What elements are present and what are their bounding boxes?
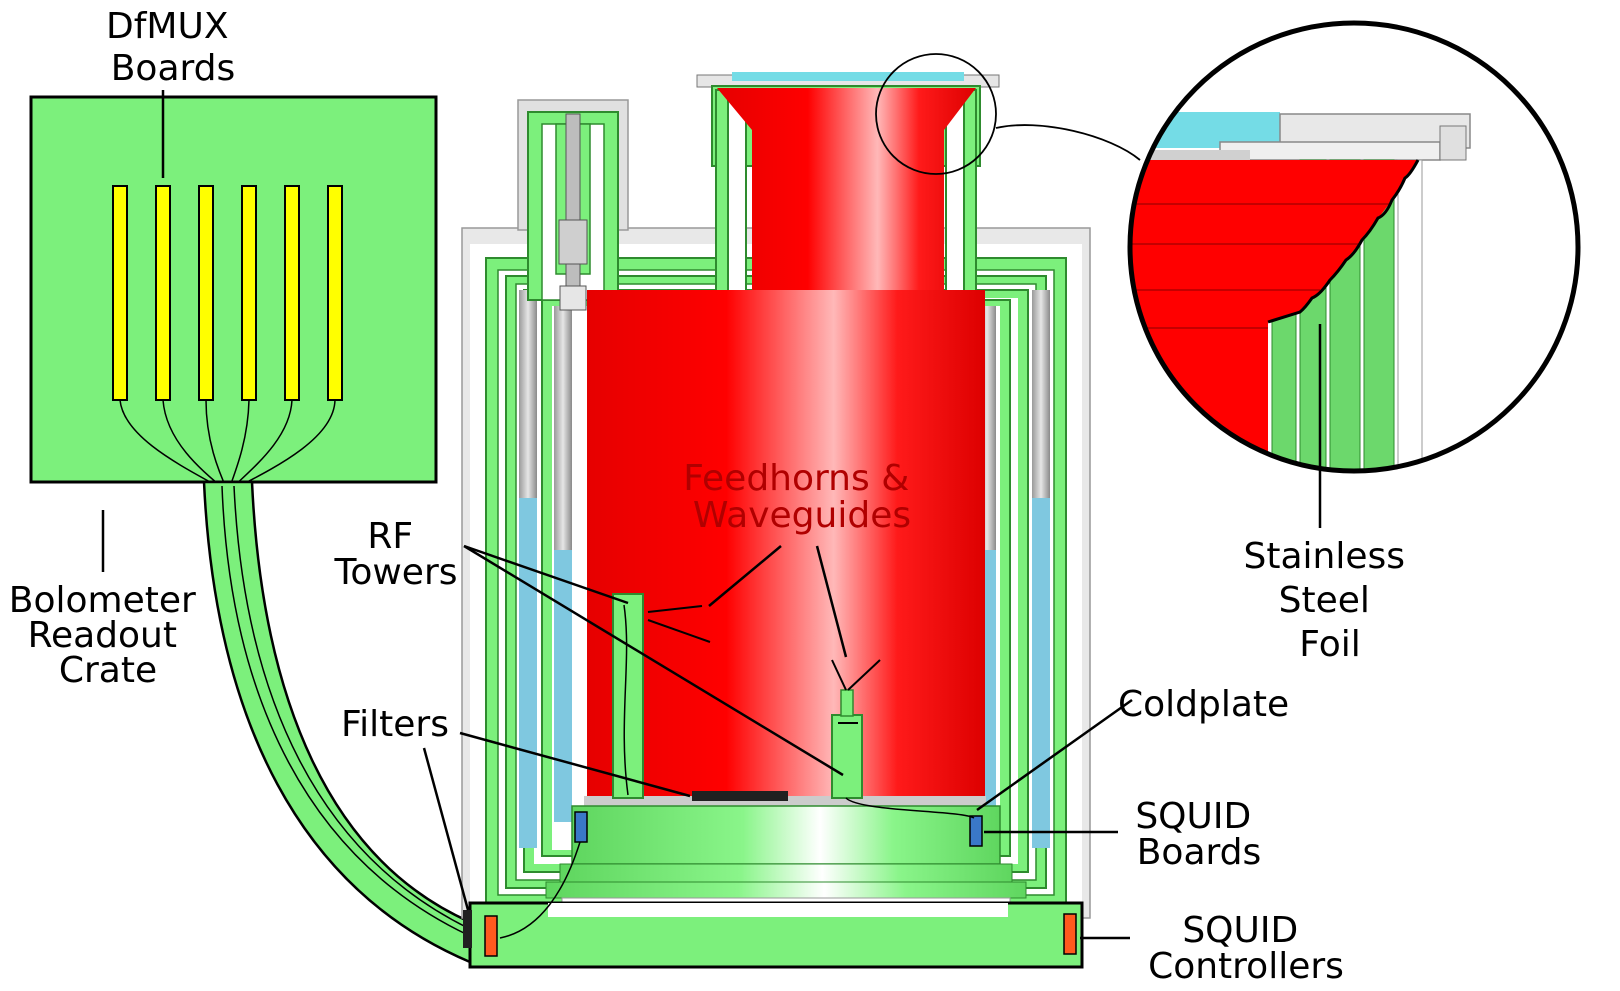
squid-boards-label: SQUID Boards	[1135, 796, 1262, 873]
dfmux-board	[199, 186, 213, 400]
dfmux-label: DfMUX Boards	[106, 6, 240, 89]
foil-label: Stainless Steel Foil	[1244, 536, 1417, 665]
squid-board-right	[970, 816, 982, 846]
rf-towers-label: RF Towers	[333, 516, 457, 593]
zoom-inset	[1120, 23, 1578, 480]
dfmux-board	[285, 186, 299, 400]
squid-controller-left	[485, 916, 497, 956]
crate-label: Bolometer Readout Crate	[9, 580, 207, 691]
coldplate-label: Coldplate	[1118, 684, 1289, 725]
feedhorns-label: Feedhorns & Waveguides	[683, 458, 920, 536]
filter-connector	[463, 910, 472, 948]
squid-controller-right	[1064, 914, 1076, 954]
filter-bar	[692, 791, 788, 801]
readout-crate	[31, 97, 436, 482]
zoom-connector	[996, 125, 1140, 160]
dfmux-board	[328, 186, 342, 400]
dfmux-board	[242, 186, 256, 400]
top-port	[518, 100, 628, 310]
squid-controllers-label: SQUID Controllers	[1148, 910, 1344, 987]
rf-tower-left	[613, 594, 643, 798]
dfmux-board	[156, 186, 170, 400]
dfmux-board	[113, 186, 127, 400]
squid-board-left	[575, 812, 587, 842]
feedhorn-array	[587, 290, 985, 798]
filters-label: Filters	[341, 704, 449, 745]
feedhorn-cone	[717, 88, 976, 290]
